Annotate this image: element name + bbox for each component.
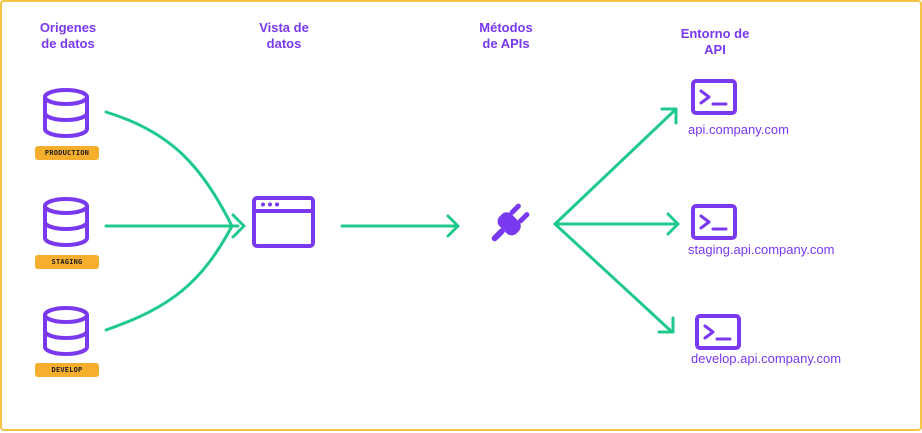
- url-develop: develop.api.company.com: [691, 351, 842, 366]
- plug-icon: [491, 203, 530, 242]
- develop-env-arrowhead: [657, 316, 675, 334]
- column-title-environment: Entorno de API: [680, 26, 750, 57]
- terminal-icon-production: [691, 79, 737, 115]
- column-title-view: Vista de datos: [259, 20, 309, 51]
- url-staging: staging.api.company.com: [688, 242, 835, 257]
- terminal-icon-develop: [695, 314, 741, 350]
- browser-window-icon: [252, 196, 315, 248]
- methods-arrowhead: [446, 214, 460, 238]
- view-arrowhead: [231, 213, 246, 239]
- badge-production: PRODUCTION: [35, 146, 99, 160]
- column-title-methods: Métodos de APIs: [479, 20, 533, 51]
- badge-staging: STAGING: [35, 255, 99, 269]
- url-production: api.company.com: [688, 122, 789, 137]
- badge-develop: DEVELOP: [35, 363, 99, 377]
- database-icon-develop: [43, 306, 89, 356]
- terminal-icon-staging: [691, 204, 737, 240]
- arrow-develop-to-view: [104, 224, 234, 332]
- arrow-methods-to-develop-env: [553, 222, 674, 334]
- arrow-methods-to-prod-env: [553, 108, 677, 226]
- prod-env-arrowhead: [660, 107, 678, 125]
- database-icon-staging: [43, 197, 89, 247]
- column-title-sources: Origenes de datos: [39, 20, 97, 51]
- staging-env-arrowhead: [666, 212, 680, 236]
- arrow-production-to-view: [104, 110, 234, 228]
- database-icon-production: [43, 88, 89, 138]
